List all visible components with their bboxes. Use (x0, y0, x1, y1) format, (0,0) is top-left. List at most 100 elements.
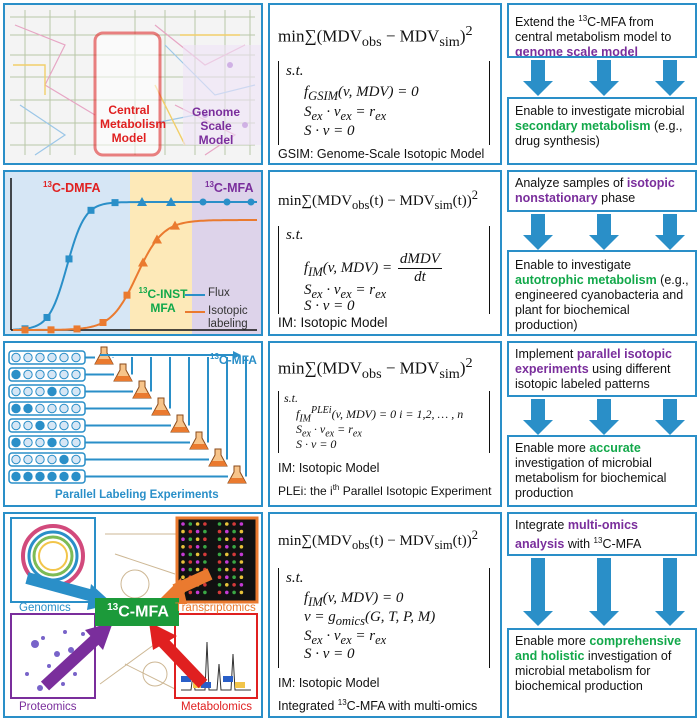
row1-bottom-text: Enable to investigate microbial secondar… (515, 104, 685, 148)
microarray-spot (181, 529, 185, 534)
labeled-atom-circle (59, 386, 69, 397)
labeled-atom-circle (71, 369, 81, 380)
labeled-atom-circle (35, 403, 45, 414)
row4-arrow-1 (523, 558, 553, 626)
labeled-atom-circle (59, 454, 69, 465)
row1-equation-panel: min∑(MDVobs − MDVsim)2 s.t. fGSIM(v, MDV… (268, 3, 502, 165)
constraint-3: Sex · vex = rex (304, 628, 387, 647)
microarray-spot (239, 545, 244, 549)
microarray-spot (188, 567, 193, 572)
labeled-atom-circle (59, 420, 69, 431)
microarray-spot (188, 552, 193, 557)
flux-square-marker (111, 199, 119, 207)
constraint-2: Sex · vex = rex (304, 282, 387, 301)
labeled-atom-circle (47, 454, 57, 465)
labeled-atom-circle (59, 352, 69, 363)
im-caption: IM: Isotopic Model (278, 315, 388, 330)
metabolic-map-image (5, 5, 261, 163)
row3-bottom-text: Enable more accurate investigation of mi… (515, 441, 667, 500)
microarray-spot (195, 522, 200, 526)
gsim-objective: min∑(MDVobs − MDVsim)2 (278, 23, 473, 51)
microarray-spot (203, 560, 207, 564)
microarray-spot (203, 552, 207, 557)
microarray-spot (188, 522, 193, 526)
genomics-label: Genomics (19, 602, 71, 614)
row3-top-text-box: Implement parallel isotopic experiments … (507, 341, 697, 397)
microarray-spot (239, 522, 244, 526)
row4-bottom-text-box: Enable more comprehensive and holistic i… (507, 628, 697, 718)
ple-title: 13C-MFA (210, 352, 257, 367)
flask-icon (227, 465, 247, 484)
constraint-bracket (278, 61, 490, 145)
legend-flux-label: Flux (208, 287, 230, 299)
labeled-atom-circle (35, 420, 45, 431)
isotopic-square-marker (47, 326, 55, 334)
microarray-spot (195, 529, 200, 534)
labeled-atom-circle (23, 454, 33, 465)
microarray-spot (239, 552, 244, 557)
microarray-spot (203, 583, 207, 587)
row4-arrow-2 (589, 558, 619, 626)
labeled-atom-circle (23, 403, 33, 414)
microarray-spot (181, 567, 185, 572)
labeled-atom-circle (47, 352, 57, 363)
microarray-spot (217, 522, 222, 526)
row3-arrow-2 (589, 399, 619, 435)
genome-scale-label: Genome Scale Model (191, 105, 240, 147)
microarray-spot (195, 552, 200, 557)
row4-bottom-text: Enable more comprehensive and holistic i… (515, 634, 682, 693)
center-mfa-label: 13C-MFA (107, 602, 169, 621)
labeled-atom-circle (59, 369, 69, 380)
microarray-spot (239, 567, 244, 572)
microarray-spot (217, 575, 222, 579)
labeling-pattern-row (8, 357, 171, 416)
st-label: s.t. (286, 570, 304, 586)
labeled-atom-circle (71, 352, 81, 363)
labeling-pattern-row (8, 357, 190, 433)
plei-caption: PLEi: the ith Parallel Isotopic Experime… (278, 483, 492, 498)
row3-arrow-1 (523, 399, 553, 435)
microarray-spot (232, 567, 236, 572)
st-label: s.t. (286, 227, 304, 243)
dmfa-label: 13C-DMFA (43, 180, 101, 196)
row3-top-text: Implement parallel isotopic experiments … (515, 347, 673, 391)
microarray-spot (217, 545, 222, 549)
constraint-bracket (278, 391, 490, 453)
labeled-atom-circle (11, 420, 21, 431)
labeled-atom-circle (23, 352, 33, 363)
microarray-spot (239, 583, 244, 587)
constraint-2: Sex · vex = rex (304, 104, 387, 123)
st-label: s.t. (286, 63, 304, 79)
proteomics-arrow (40, 633, 102, 691)
isotopic-square-marker (123, 291, 131, 299)
labeled-atom-circle (35, 471, 45, 482)
microarray-spot (239, 575, 244, 579)
row4-equation-panel: min∑(MDVobs(t) − MDVsim(t))2 s.t. fIM(v,… (268, 512, 502, 718)
labeled-atom-circle (23, 437, 33, 448)
im-caption: IM: Isotopic Model (278, 461, 380, 475)
microarray-spot (195, 567, 200, 572)
ple-objective: min∑(MDVobs − MDVsim)2 (278, 355, 473, 383)
microarray-spot (181, 575, 185, 579)
labeled-atom-circle (23, 369, 33, 380)
row3-parallel-panel: 13C-MFA Parallel Labeling Experiments (3, 341, 263, 507)
labeling-pattern-row (8, 357, 247, 484)
microarray-spot (188, 529, 193, 534)
row1-arrow-1 (523, 60, 553, 96)
microarray-spot (225, 567, 229, 572)
flask-icon (113, 363, 133, 382)
labeled-atom-circle (11, 352, 21, 363)
row2-arrow-1 (523, 214, 553, 250)
microarray-spot (217, 560, 222, 564)
flask-icon (170, 414, 190, 433)
labeled-atom-circle (47, 437, 57, 448)
isotopic-triangle-marker (170, 220, 180, 230)
labeled-atom-circle (71, 420, 81, 431)
microarray-spot (181, 522, 185, 526)
integrated-caption: Integrated 13C-MFA with multi-omics (278, 698, 478, 714)
metabolomics-arrow (158, 637, 208, 689)
constraint-2: v = gomics(G, T, P, M) (304, 609, 436, 628)
flux-square-marker (87, 206, 95, 214)
